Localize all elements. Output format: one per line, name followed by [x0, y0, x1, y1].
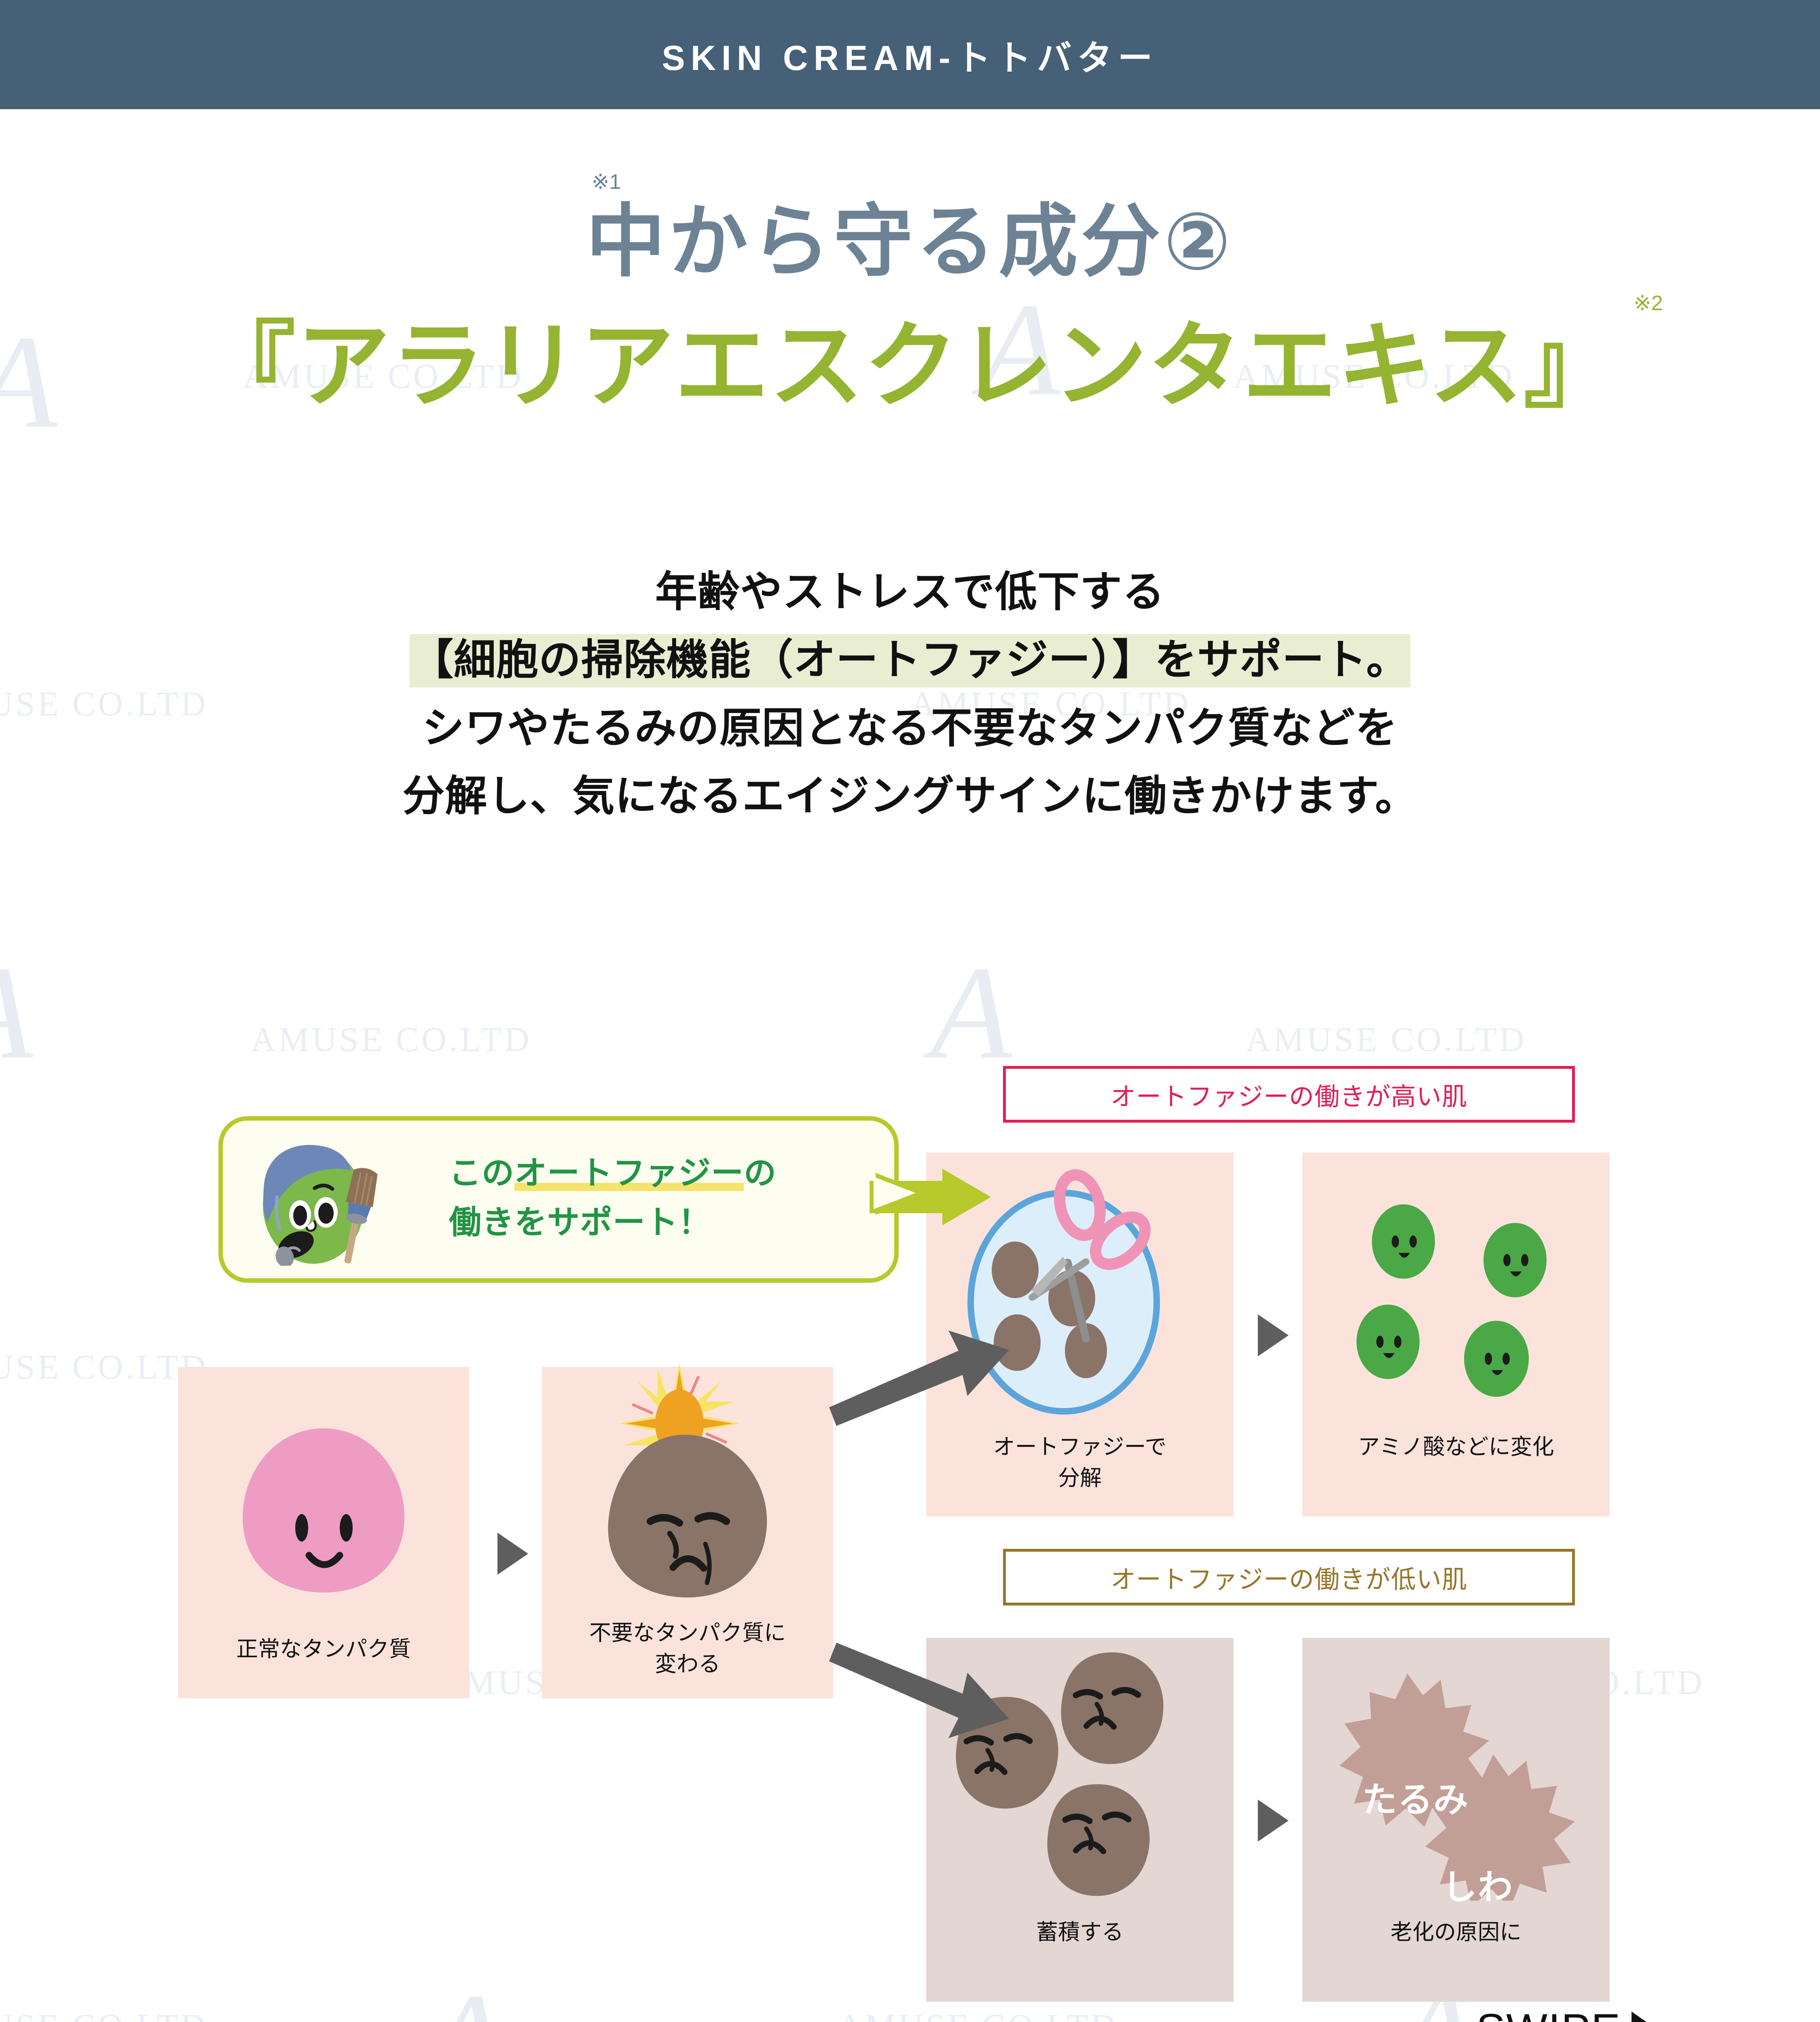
label-high-autophagy: オートファジーの働きが高い肌: [1003, 1066, 1575, 1123]
speech-line1-underlined: オートファジー: [514, 1155, 744, 1191]
body-line-3: シワやたるみの原因となる不要なタンパク質などを: [422, 704, 1398, 752]
speech-line1-prefix: この: [449, 1155, 514, 1191]
branch-arrow-up-icon: [829, 1330, 1009, 1426]
flow-arrow-3-icon: [1258, 1800, 1289, 1842]
panel-bad-protein: 不要なタンパク質に 変わる: [542, 1364, 833, 1698]
amino-acid-blobs-icon: [1357, 1204, 1547, 1397]
body-line-2-highlight: 【細胞の掃除機能（オートファジー）】をサポート。: [410, 634, 1410, 688]
normal-protein-blob-icon: [243, 1428, 404, 1593]
panel-caption-bad-protein-l1: 不要なタンパク質に: [589, 1621, 786, 1645]
burst-label-sagging: たるみ: [1362, 1781, 1469, 1819]
bad-protein-blob-icon: [608, 1434, 767, 1598]
label-high-autophagy-text: オートファジーの働きが高い肌: [1110, 1083, 1467, 1111]
flow-arrow-2-icon: [1258, 1314, 1289, 1356]
body-line-1: 年齢やストレスで低下する: [655, 569, 1165, 615]
speech-bubble-tail-inner: [874, 1177, 916, 1209]
page-title-line2-text: 『アラリアエスクレンタエキス』: [201, 314, 1619, 419]
panel-amino-acids: アミノ酸などに変化: [1302, 1153, 1610, 1516]
panel-caption-degrade-l1: オートファジーで: [993, 1435, 1167, 1459]
lysosome-with-scissors-icon: [967, 1169, 1160, 1415]
aging-starbursts-icon: [1340, 1673, 1575, 1901]
panel-caption-accumulate: 蓄積する: [1036, 1920, 1124, 1944]
panel-autophagy-degrade: オートファジーで 分解: [926, 1153, 1234, 1516]
body-line-2: 【細胞の掃除機能（オートファジー）】をサポート。: [0, 626, 1820, 694]
panel-aging-cause: たるみ しわ 老化の原因に: [1302, 1638, 1610, 2002]
top-header-bar: SKIN CREAM-トトバター: [0, 0, 1820, 109]
speech-line1-suffix: の: [744, 1155, 777, 1191]
panel-caption-normal-protein: 正常なタンパク質: [236, 1637, 411, 1661]
page-title-line1-text: 中から守る成分②: [586, 197, 1234, 286]
body-line-4: 分解し、気になるエイジングサインに働きかけます。: [402, 773, 1418, 820]
primary-title-row: ※1 中から守る成分②: [0, 171, 1820, 281]
flow-arrow-1-icon: [497, 1533, 528, 1575]
play-triangle-icon: [1632, 2011, 1657, 2022]
branch-arrow-down-icon: [829, 1643, 1009, 1738]
label-low-autophagy: オートファジーの働きが低い肌: [1003, 1549, 1575, 1605]
label-low-autophagy-text: オートファジーの働きが低い肌: [1110, 1566, 1467, 1594]
speech-bubble-text: このオートファジーの 働きをサポート！: [449, 1148, 878, 1247]
panel-caption-bad-protein: 不要なタンパク質に 変わる: [542, 1618, 833, 1679]
header-title: SKIN CREAM-トトバター: [662, 38, 1158, 78]
speech-bubble-line-2: 働きをサポート！: [449, 1204, 711, 1240]
panel-caption-aging: 老化の原因に: [1390, 1920, 1522, 1944]
footnote-marker-2: ※2: [1634, 292, 1663, 315]
panel-caption-bad-protein-l2: 変わる: [655, 1652, 720, 1676]
page-title-line1: ※1 中から守る成分②: [586, 171, 1234, 281]
swipe-indicator[interactable]: SWIPE: [1476, 2004, 1657, 2022]
speech-bubble-line-1: このオートファジーの: [449, 1148, 878, 1198]
secondary-title-row: 『アラリアエスクレンタエキス』 ※2: [0, 293, 1820, 413]
swipe-label: SWIPE: [1476, 2004, 1621, 2022]
panel-normal-protein: 正常なタンパク質: [178, 1367, 469, 1698]
panel-caption-amino: アミノ酸などに変化: [1358, 1435, 1554, 1459]
mascot-character-icon: [263, 1145, 378, 1266]
body-paragraph: 年齢やストレスで低下する 【細胞の掃除機能（オートファジー）】をサポート。 シワ…: [0, 558, 1820, 831]
burst-label-wrinkle: しわ: [1442, 1868, 1513, 1907]
page-title-line2: 『アラリアエスクレンタエキス』 ※2: [201, 293, 1663, 413]
footnote-marker-1: ※1: [592, 170, 621, 194]
panel-caption-degrade: オートファジーで 分解: [926, 1432, 1234, 1493]
panel-caption-degrade-l2: 分解: [1058, 1466, 1102, 1490]
